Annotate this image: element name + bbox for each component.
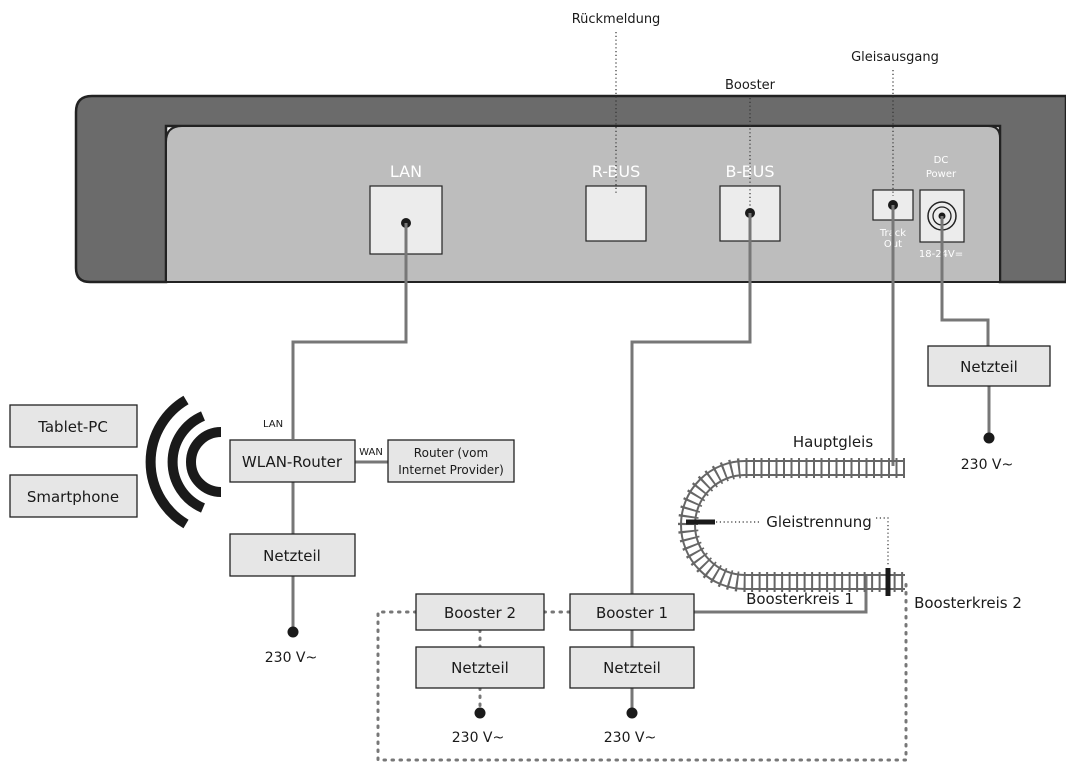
- lan-connector-label: LAN: [263, 419, 283, 430]
- mains-terminal-wlan: [287, 626, 299, 638]
- dc-power-cable: [940, 216, 990, 346]
- smartphone-box: [9, 474, 138, 518]
- boosterkreis1-label: Boosterkreis 1: [746, 590, 854, 608]
- hauptgleis-label: Hauptgleis: [793, 433, 873, 451]
- mains-label-booster2: 230 V~: [452, 730, 504, 746]
- netzteil-booster1-box: [569, 646, 695, 689]
- netzteil-wlan-label: Netzteil: [263, 547, 321, 565]
- gleistrennung-label: Gleistrennung: [766, 513, 872, 531]
- mains-label-wlan: 230 V~: [265, 650, 317, 666]
- rueckmeldung-label: Rückmeldung: [572, 12, 661, 27]
- rbus-port: [585, 185, 647, 242]
- netzteil-booster1-label: Netzteil: [603, 659, 661, 677]
- internet-router-box: [387, 439, 515, 483]
- bbus-port-label: B-BUS: [725, 162, 774, 181]
- netzteil-wlan-box: [229, 533, 356, 577]
- mains-terminal-booster2: [474, 707, 486, 719]
- netzteil-dc-label: Netzteil: [960, 358, 1018, 376]
- track-rail-outer: [680, 460, 905, 590]
- mains-label-dc: 230 V~: [961, 457, 1013, 473]
- internet-router-label-line2: Internet Provider): [398, 463, 504, 477]
- netzteil-dc-box: [927, 345, 1051, 387]
- gleistrennung-leader-right: [876, 517, 889, 566]
- dc-label-line2: Power: [926, 169, 957, 180]
- gleistrennung-label-bg: [762, 510, 876, 532]
- track-sleepers: [678, 458, 905, 592]
- boosterkreis2-label: Boosterkreis 2: [914, 594, 1022, 612]
- booster2-track-loop-dotted: [376, 576, 908, 762]
- wlan-router-box: [229, 439, 356, 483]
- booster1-label: Booster 1: [596, 604, 668, 622]
- netzteil-booster2-label: Netzteil: [451, 659, 509, 677]
- wifi-signal-icon: [145, 395, 222, 529]
- mains-terminal-dc: [983, 432, 995, 444]
- booster2-box: [415, 593, 545, 631]
- lan-cable: [291, 223, 408, 439]
- booster-top-label: Booster: [725, 78, 776, 93]
- tablet-box: [9, 404, 138, 448]
- mains-terminal-booster1: [626, 707, 638, 719]
- netzteil-booster2-box: [415, 646, 545, 689]
- bbus-cable: [630, 213, 752, 594]
- gleisausgang-label: Gleisausgang: [851, 50, 939, 65]
- booster2-label: Booster 2: [444, 604, 516, 622]
- internet-router-label-line1: Router (vom: [414, 446, 488, 460]
- tablet-label: Tablet-PC: [37, 418, 108, 436]
- wlan-router-label: WLAN-Router: [242, 453, 343, 471]
- rbus-port-label: R-BUS: [592, 162, 641, 181]
- booster1-box: [569, 593, 695, 631]
- track-rail-inner: [694, 474, 905, 576]
- dc-label-line1: DC: [934, 155, 949, 166]
- lan-port-label: LAN: [390, 162, 422, 181]
- mains-label-booster1: 230 V~: [604, 730, 656, 746]
- wan-connector-label: WAN: [359, 447, 383, 458]
- smartphone-label: Smartphone: [27, 488, 119, 506]
- track-layout: [678, 458, 905, 596]
